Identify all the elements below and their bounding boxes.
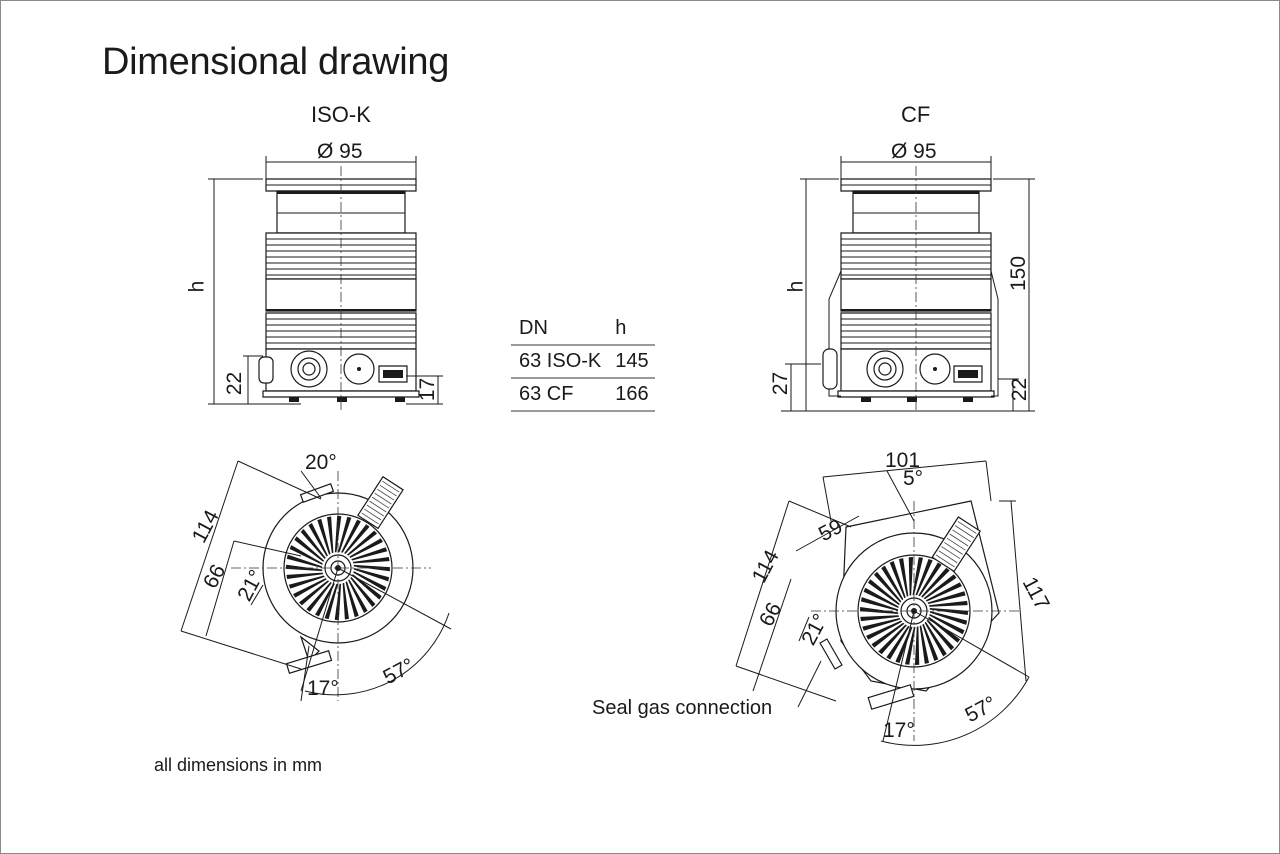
iso-dim-22: 22	[223, 371, 247, 396]
iso-k-top-view	[181, 461, 451, 701]
cf-dim-22: 22	[1008, 377, 1032, 402]
cf-height-label: h	[784, 280, 808, 293]
table-cell: 63 ISO-K	[511, 345, 608, 379]
table-row: 63 CF 166	[511, 378, 655, 412]
table-header-h: h	[607, 313, 655, 346]
table-header-dn: DN	[511, 313, 608, 346]
table-cell: 145	[607, 345, 655, 379]
page-title: Dimensional drawing	[102, 41, 450, 83]
cf-view-title: CF	[901, 102, 931, 127]
dn-height-table: DN h 63 ISO-K 145 63 CF 166	[511, 313, 655, 412]
cf-dim-150: 150	[1007, 255, 1031, 292]
seal-gas-label: Seal gas connection	[592, 697, 773, 719]
table-header-row: DN h	[511, 313, 655, 346]
cf-top-view	[736, 461, 1029, 745]
cf-front-view	[781, 156, 1035, 411]
table-row: 63 ISO-K 145	[511, 345, 655, 379]
iso-diameter-label: Ø 95	[317, 140, 363, 163]
iso-height-label: h	[185, 280, 209, 293]
iso-k-front-view	[208, 156, 443, 411]
cf-dim-101: 101	[885, 449, 921, 472]
table-cell: 166	[607, 378, 655, 412]
cf-dim-27: 27	[769, 371, 793, 396]
iso-k-view-title: ISO-K	[311, 102, 371, 127]
iso-dim-17deg: 17°	[307, 677, 339, 700]
table-cell: 63 CF	[511, 378, 608, 412]
cf-diameter-label: Ø 95	[891, 140, 937, 163]
iso-dim-17: 17	[416, 377, 440, 402]
units-note: all dimensions in mm	[154, 755, 323, 775]
iso-dim-20deg: 20°	[305, 451, 337, 474]
cf-dim-5deg: 5°	[903, 467, 924, 490]
cf-dim-17deg: 17°	[883, 719, 915, 742]
